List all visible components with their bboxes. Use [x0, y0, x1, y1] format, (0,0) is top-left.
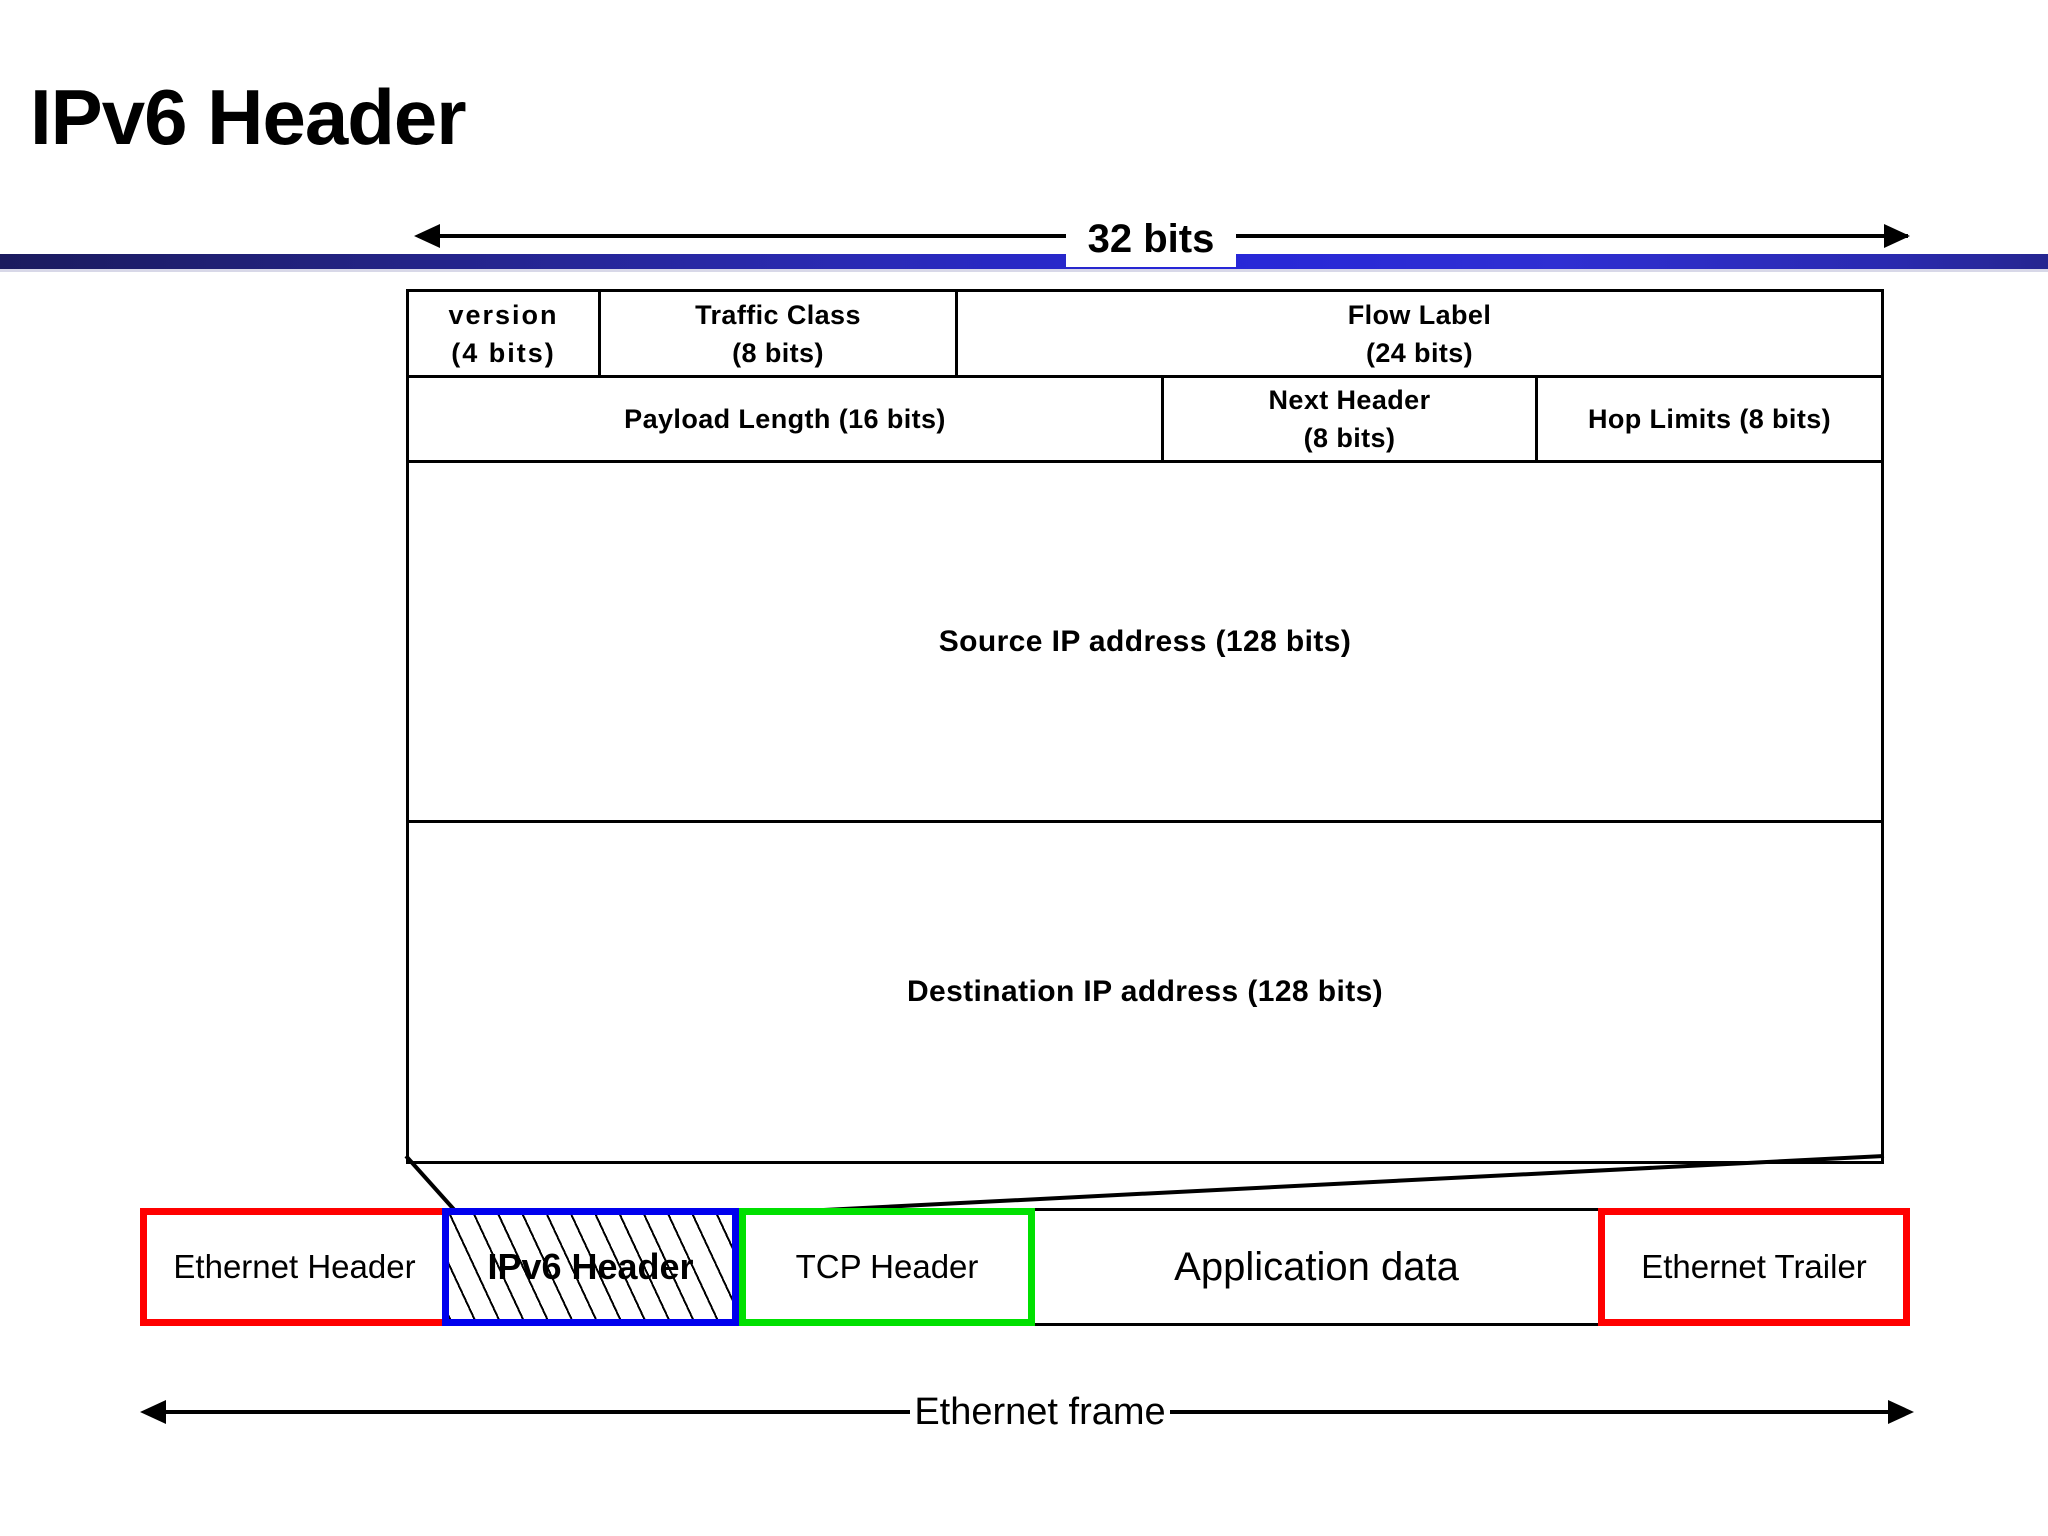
frame-box-ipv6-header-label: IPv6 Header — [487, 1246, 694, 1287]
table-row: Destination IP address (128 bits) — [409, 823, 1881, 1161]
frame-box-ethernet-header-label: Ethernet Header — [173, 1248, 416, 1285]
field-flow-label: Flow Label (24 bits) — [958, 292, 1881, 375]
frame-box-ipv6-header: IPv6 Header — [442, 1208, 739, 1326]
field-source-ip-address: Source IP address (128 bits) — [409, 463, 1881, 820]
bits-measure-label: 32 bits — [1066, 211, 1236, 267]
field-version-name: version — [448, 299, 559, 330]
field-destination-ip-address: Destination IP address (128 bits) — [409, 823, 1881, 1161]
frame-box-tcp-header: TCP Header — [739, 1208, 1035, 1326]
frame-box-application-data-label: Application data — [1174, 1244, 1459, 1289]
field-flow-label-size: (24 bits) — [1365, 337, 1474, 368]
field-next-header: Next Header (8 bits) — [1164, 378, 1538, 460]
arrow-right-icon — [1888, 1400, 1914, 1424]
connector-line-right — [744, 1154, 1885, 1216]
field-version: version (4 bits) — [409, 292, 601, 375]
frame-box-application-data: Application data — [1035, 1208, 1598, 1326]
accent-divider-bar — [0, 254, 2048, 269]
field-version-size: (4 bits) — [451, 337, 556, 368]
field-next-header-size: (8 bits) — [1303, 423, 1396, 453]
field-traffic-class-name: Traffic Class — [695, 299, 861, 330]
field-source-ip-address-name: Source IP address (128 bits) — [938, 624, 1352, 658]
field-hop-limits: Hop Limits (8 bits) — [1538, 378, 1881, 460]
field-traffic-class: Traffic Class (8 bits) — [601, 292, 958, 375]
field-hop-limits-name: Hop Limits (8 bits) — [1587, 404, 1832, 434]
field-flow-label-name: Flow Label — [1347, 299, 1492, 330]
frame-box-tcp-header-label: TCP Header — [795, 1248, 979, 1285]
page-title: IPv6 Header — [30, 73, 467, 161]
table-row: Payload Length (16 bits) Next Header (8 … — [409, 378, 1881, 463]
frame-box-ethernet-trailer: Ethernet Trailer — [1598, 1208, 1910, 1326]
accent-divider-shadow — [0, 269, 2048, 272]
frame-box-ethernet-trailer-label: Ethernet Trailer — [1641, 1248, 1867, 1285]
field-destination-ip-address-name: Destination IP address (128 bits) — [906, 975, 1384, 1008]
field-traffic-class-size: (8 bits) — [732, 337, 824, 368]
field-payload-length-name: Payload Length (16 bits) — [624, 404, 946, 434]
table-row: version (4 bits) Traffic Class (8 bits) … — [409, 292, 1881, 378]
ethernet-frame-strip: Ethernet Header IPv6 Header TCP Header A… — [140, 1208, 1910, 1326]
connector-line-left — [404, 1154, 460, 1216]
frame-box-ethernet-header: Ethernet Header — [140, 1208, 442, 1326]
field-payload-length: Payload Length (16 bits) — [409, 378, 1164, 460]
arrow-right-icon — [1884, 224, 1910, 248]
ipv6-header-field-table: version (4 bits) Traffic Class (8 bits) … — [406, 289, 1884, 1164]
frame-measure-label: Ethernet frame — [910, 1385, 1170, 1439]
field-next-header-name: Next Header — [1268, 385, 1431, 415]
table-row: Source IP address (128 bits) — [409, 463, 1881, 823]
